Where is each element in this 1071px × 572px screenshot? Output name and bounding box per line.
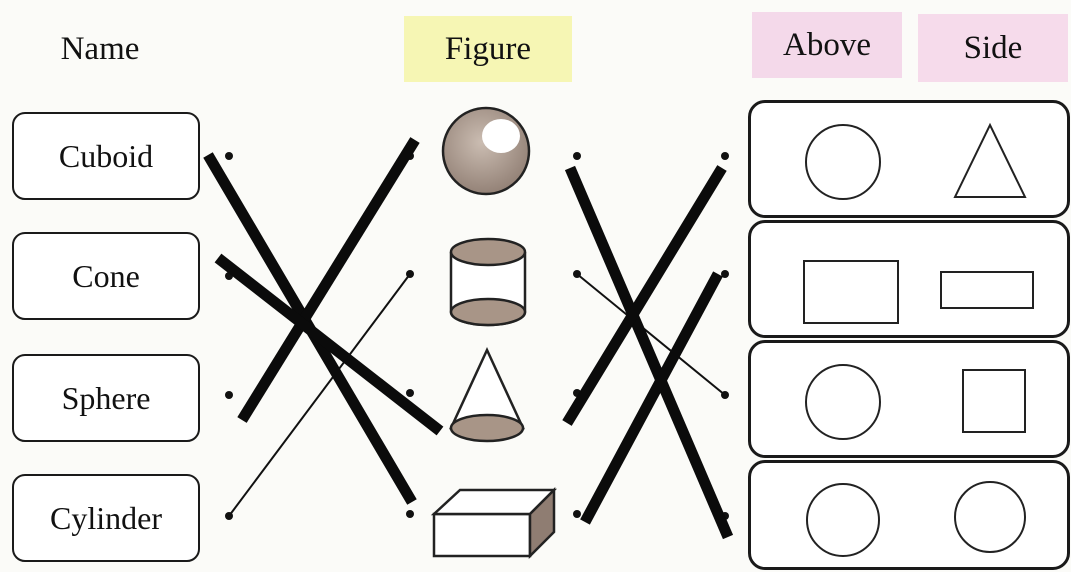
cross-out-strokes — [203, 137, 734, 540]
name-box-sphere: Sphere — [12, 354, 200, 442]
header-side: Side — [918, 14, 1068, 82]
view-box-3 — [748, 340, 1070, 458]
circle-icon — [805, 124, 881, 200]
name-box-cylinder: Cylinder — [12, 474, 200, 562]
cuboid-icon — [430, 486, 558, 560]
view-box-1 — [748, 100, 1070, 218]
name-box-cone: Cone — [12, 232, 200, 320]
cylinder-icon — [449, 237, 527, 327]
name-box-cuboid: Cuboid — [12, 112, 200, 200]
match-line — [228, 273, 411, 517]
sphere-icon — [441, 106, 531, 196]
header-figure: Figure — [404, 16, 572, 82]
view-box-2 — [748, 220, 1070, 338]
triangle-icon — [953, 122, 1027, 198]
match-line — [576, 273, 726, 396]
view-box-4 — [748, 460, 1070, 570]
circle-icon — [805, 364, 881, 440]
rectangle-icon — [803, 260, 899, 324]
circle-icon — [806, 483, 880, 557]
header-above: Above — [752, 12, 902, 78]
header-name: Name — [60, 31, 140, 67]
square-icon — [962, 369, 1026, 433]
rectangle-icon — [940, 271, 1034, 309]
cone-icon — [449, 347, 525, 443]
circle-icon — [954, 481, 1026, 553]
